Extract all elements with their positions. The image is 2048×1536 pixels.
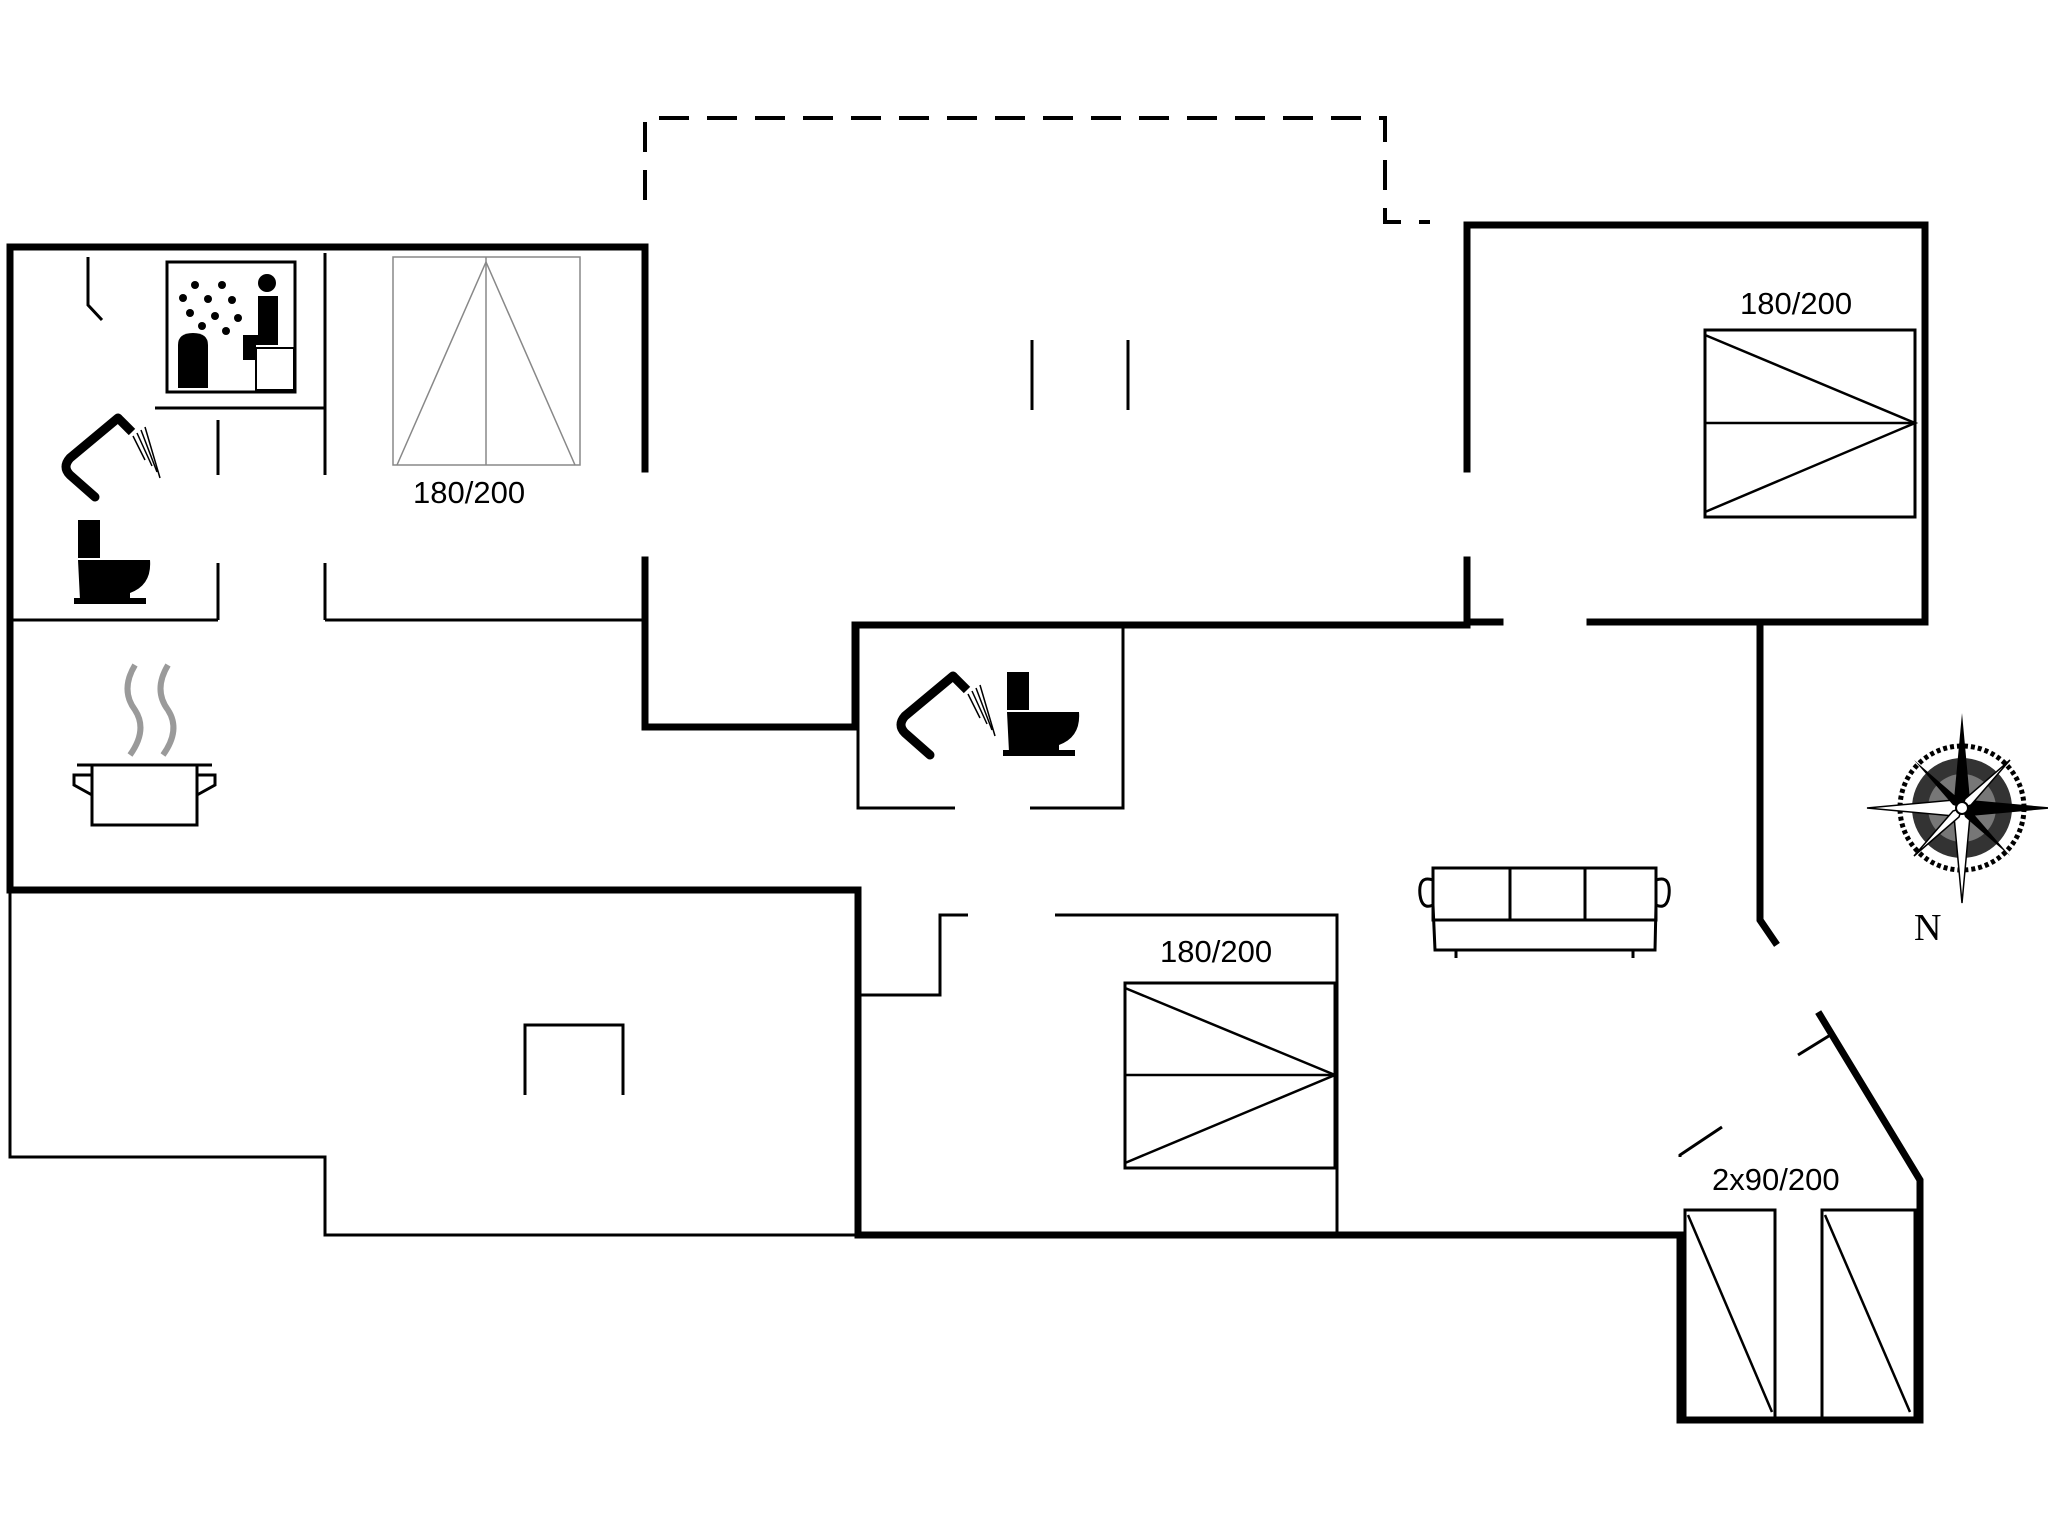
terrace-outline <box>643 116 1430 224</box>
toilet-icon <box>74 520 151 604</box>
interior-walls <box>8 253 1833 1237</box>
bed-label-top-left: 180/200 <box>413 475 525 510</box>
compass-north-label: N <box>1914 907 1941 949</box>
bed-bottom-right <box>1683 1208 1917 1420</box>
bed-label-top-right: 180/200 <box>1740 286 1852 321</box>
cooking-pot-icon <box>72 663 217 827</box>
bed-label-middle: 180/200 <box>1160 934 1272 969</box>
compass-rose-icon <box>1866 713 2048 904</box>
bed-top-left <box>392 256 581 466</box>
bed-top-right <box>1703 328 1919 519</box>
shower-icon <box>896 671 996 760</box>
bed-label-bottom-right: 2x90/200 <box>1712 1162 1840 1197</box>
sauna-icon <box>165 260 297 394</box>
toilet-icon <box>1003 672 1080 756</box>
bed-middle <box>1123 981 1339 1170</box>
walls <box>6 221 1929 1424</box>
sofa-icon <box>1418 866 1671 958</box>
shower-icon <box>61 413 161 502</box>
